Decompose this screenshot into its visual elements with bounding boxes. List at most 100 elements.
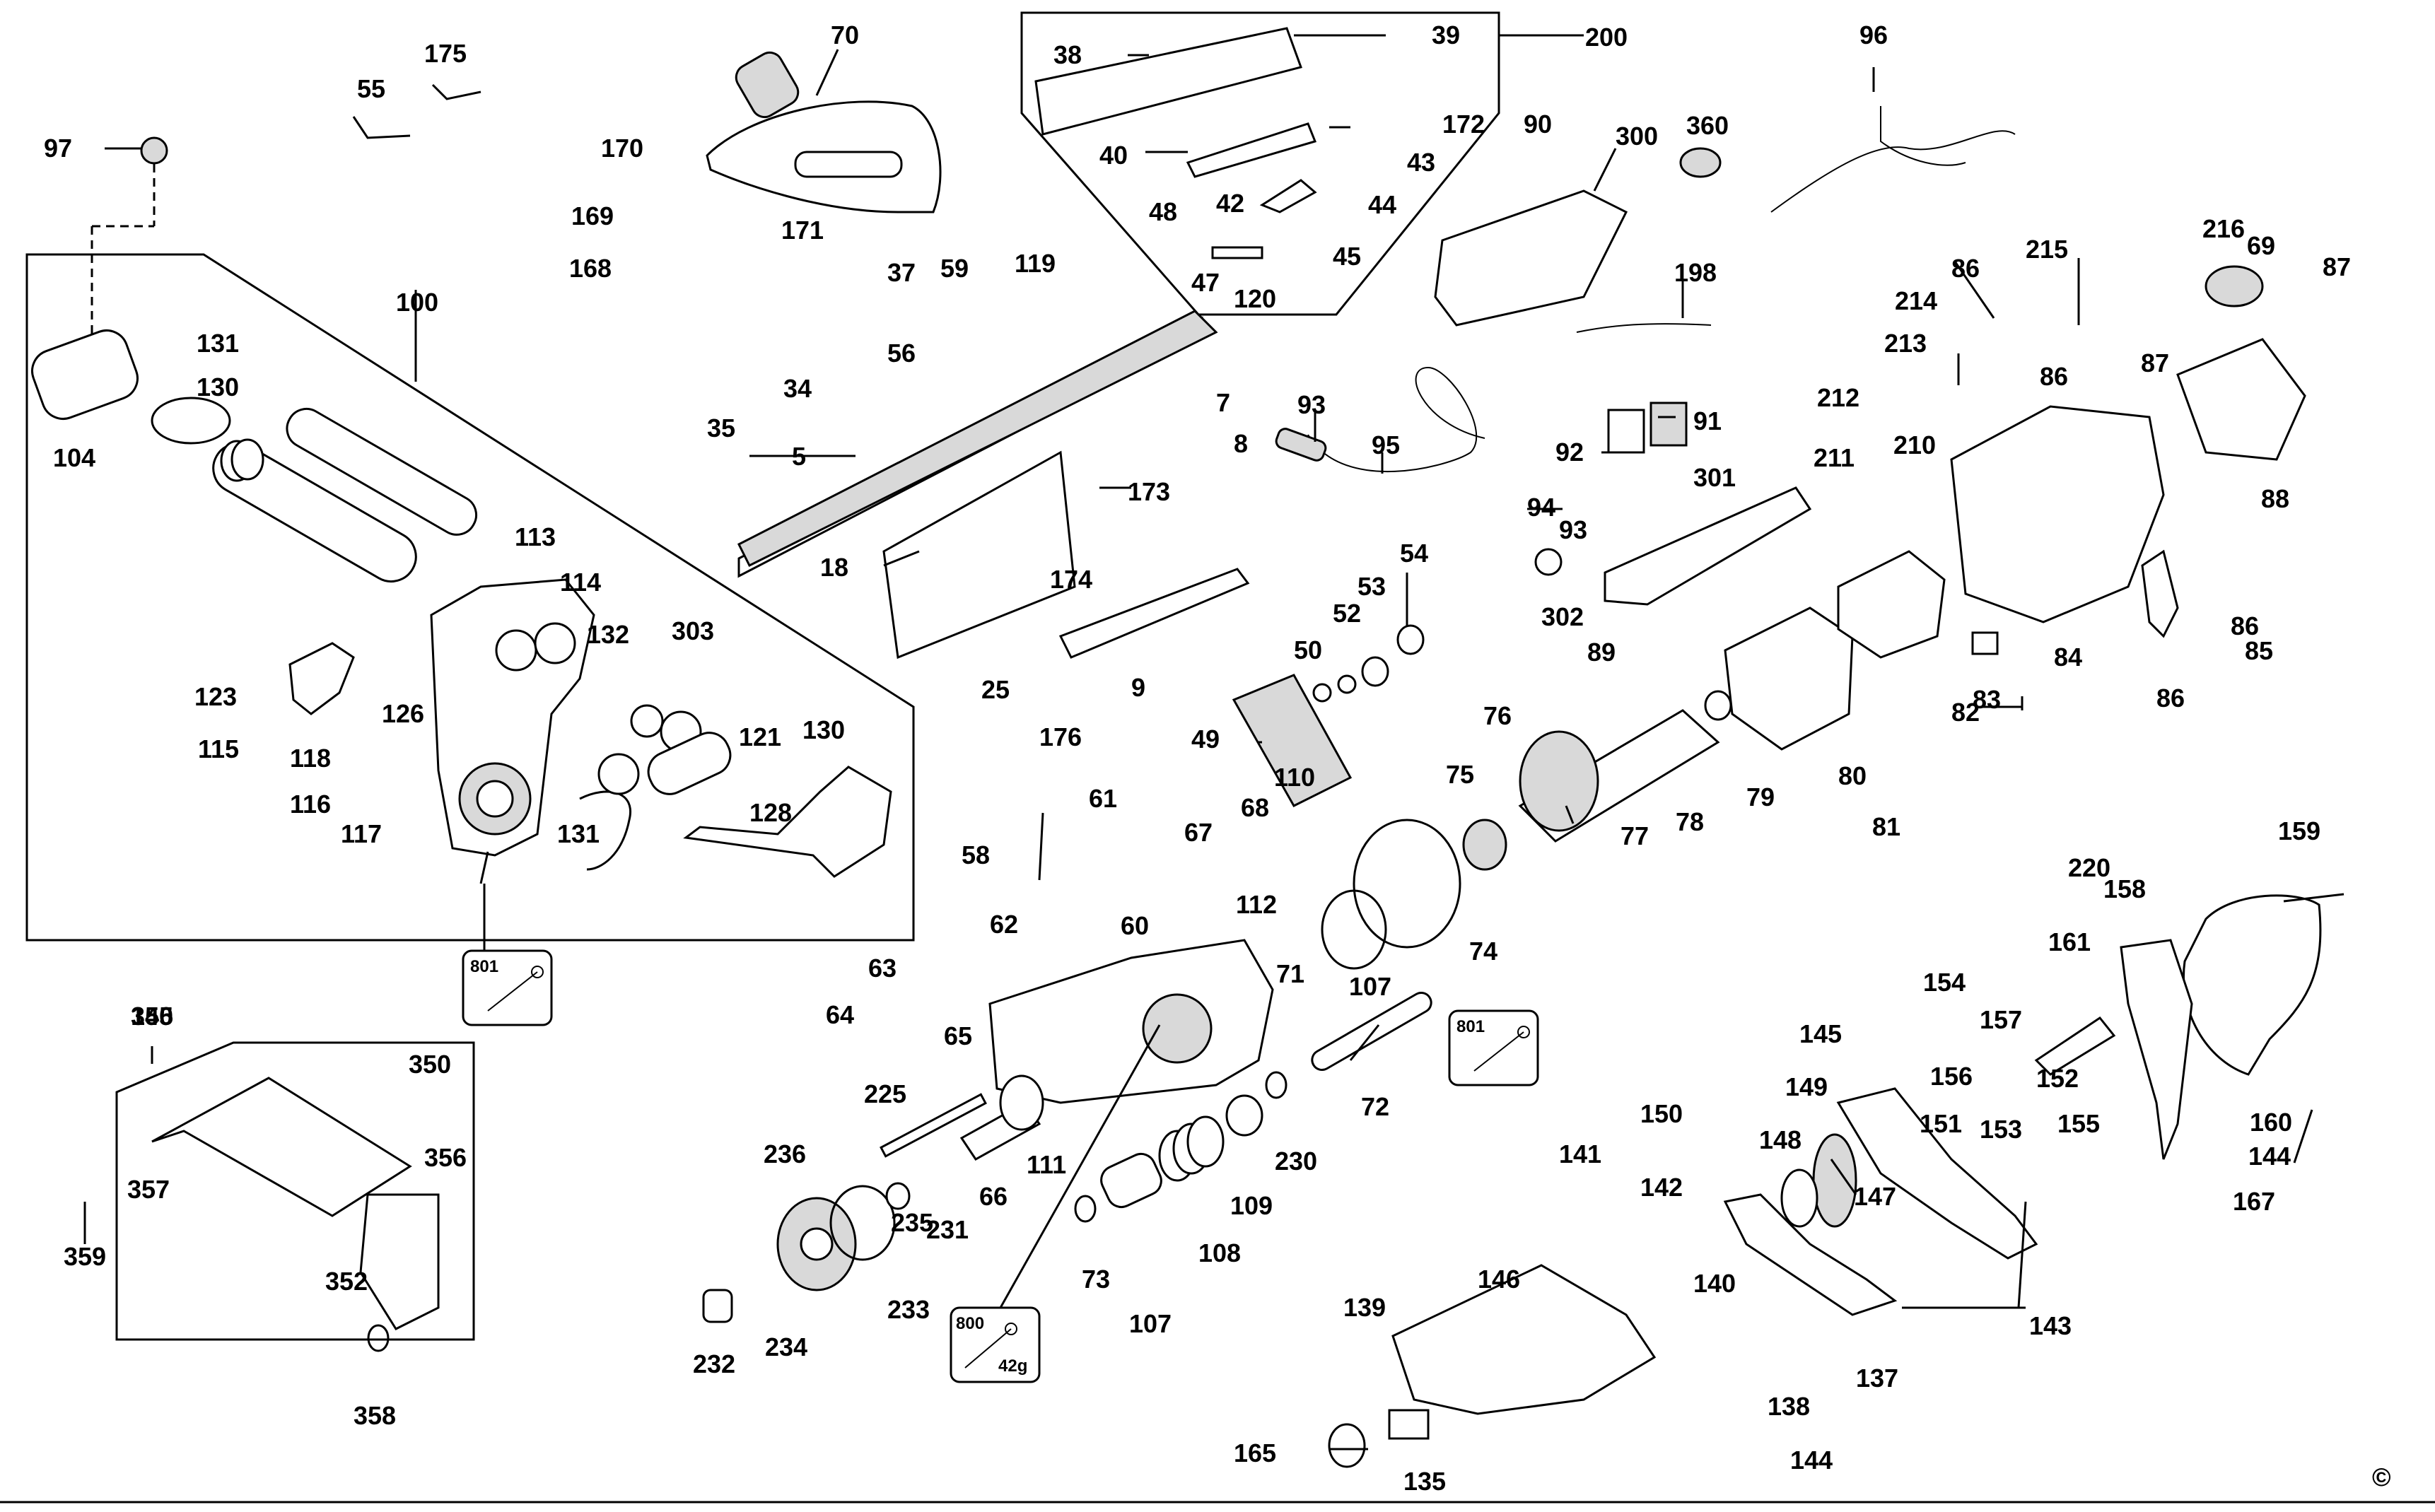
part-number-label: 112 <box>1236 890 1277 919</box>
part-number-label: 147 <box>1854 1182 1896 1211</box>
part-number-label: 123 <box>194 682 237 711</box>
pin-part <box>1211 246 1263 259</box>
part-number-label: 97 <box>44 134 72 163</box>
part-number-label: 53 <box>1357 572 1386 601</box>
part-number-label: 43 <box>1407 148 1435 177</box>
part-number-label: 231 <box>926 1215 969 1244</box>
bore-part <box>534 622 576 664</box>
bearing-housing-part <box>1353 819 1461 949</box>
part-number-label: 40 <box>1099 141 1128 170</box>
part-number-label: 81 <box>1872 812 1900 841</box>
part-number-label: 144 <box>2248 1142 2291 1171</box>
bearing-part <box>476 780 514 818</box>
part-number-label: 119 <box>1015 249 1056 278</box>
part-number-label: 58 <box>962 840 990 869</box>
magnet-part <box>1232 674 1353 807</box>
part-number-label: 25 <box>981 675 1010 704</box>
part-number-label: 156 <box>1930 1062 1973 1091</box>
part-number-label: 45 <box>1333 242 1361 271</box>
bore-part <box>495 629 537 672</box>
cylinder-part <box>1100 1152 1162 1209</box>
left-assembly-frame <box>25 253 915 942</box>
inset-callout-200: 200 <box>1585 23 1628 52</box>
table-bracket-part <box>882 450 1076 660</box>
o-ring-part <box>1321 889 1387 970</box>
bearing-part <box>1142 993 1213 1064</box>
part-number-label: 91 <box>1693 406 1722 435</box>
part-number-label: 139 <box>1343 1293 1386 1322</box>
part-number-label: 126 <box>382 699 424 728</box>
part-number-label: 55 <box>357 74 385 103</box>
washer-part <box>1312 683 1332 703</box>
part-number-label: 115 <box>198 734 239 763</box>
part-number-label: 169 <box>571 201 614 230</box>
part-number-label: 168 <box>569 254 612 283</box>
part-number-label: 38 <box>1053 40 1082 69</box>
knob-part <box>1328 1423 1366 1468</box>
bar-part <box>1034 27 1302 136</box>
part-number-label: 211 <box>1814 443 1855 472</box>
lower-left-assembly-frame <box>115 1041 475 1341</box>
part-number-label: 138 <box>1768 1392 1810 1421</box>
part-number-label: 94 <box>1527 493 1555 522</box>
part-number-label: 235 <box>891 1208 933 1237</box>
dust-chute-part <box>151 1077 412 1217</box>
part-number-label: 56 <box>887 339 916 368</box>
hex-key-part <box>431 83 481 100</box>
pin-part <box>880 1093 987 1158</box>
part-number-label: 49 <box>1191 725 1220 754</box>
part-number-label: 146 <box>1478 1265 1520 1294</box>
part-number-label: 93 <box>1297 390 1326 419</box>
washer-part <box>1704 690 1732 721</box>
box-code: 801 <box>1456 1017 1485 1036</box>
table-grid-part <box>737 310 1218 568</box>
part-number-label: 143 <box>2029 1311 2072 1340</box>
part-number-label: 37 <box>887 258 916 287</box>
part-number-label: 220 <box>2068 853 2110 882</box>
part-number-label: 88 <box>2261 484 2289 513</box>
field-stator-part <box>1724 606 1854 751</box>
part-number-label: 161 <box>2048 927 2091 956</box>
part-number-label: 104 <box>53 443 95 472</box>
part-number-label: 8 <box>1234 429 1248 458</box>
blade-guard-part <box>1836 1087 2038 1260</box>
part-number-label: 130 <box>197 373 239 402</box>
part-number-label: 73 <box>1082 1265 1110 1294</box>
upper-assembly-frame <box>1020 11 1500 316</box>
part-number-label: 155 <box>2057 1109 2100 1138</box>
bearing-part <box>1462 819 1507 871</box>
plate-part <box>1388 1409 1430 1440</box>
part-number-label: 356 <box>424 1143 467 1172</box>
part-number-label: 82 <box>1951 698 1980 727</box>
part-number-label: 230 <box>1275 1147 1317 1176</box>
bracket-part <box>2141 549 2179 638</box>
part-number-label: 83 <box>1973 685 2001 714</box>
part-number-label: 131 <box>557 819 600 848</box>
part-number-label: 67 <box>1184 818 1213 847</box>
part-number-label: 171 <box>781 216 824 245</box>
part-number-label: 360 <box>1686 111 1729 140</box>
reference-box-801-rail: 801 <box>462 949 553 1026</box>
part-number-label: 198 <box>1674 258 1717 287</box>
part-number-label: 173 <box>1128 477 1170 506</box>
part-number-label: 50 <box>1294 635 1322 664</box>
part-number-label: 18 <box>820 553 848 582</box>
part-number-label: 86 <box>2231 611 2259 640</box>
part-number-label: 301 <box>1693 463 1736 492</box>
washer-part <box>1534 548 1563 576</box>
copyright-mark: © <box>2372 1463 2391 1492</box>
part-number-label: 60 <box>1121 911 1149 940</box>
clip-part <box>1971 631 1999 655</box>
part-number-label: 118 <box>290 744 331 773</box>
part-number-label: 78 <box>1676 807 1704 836</box>
part-number-label: 79 <box>1746 783 1775 811</box>
bar-part <box>1186 122 1317 178</box>
part-number-label: 170 <box>601 134 643 163</box>
lever-part <box>288 642 355 715</box>
part-number-label: 225 <box>864 1079 906 1108</box>
part-number-label: 216 <box>2202 214 2245 243</box>
part-number-label: 303 <box>672 616 714 645</box>
part-number-label: 93 <box>1559 515 1587 544</box>
box-extra: 42g <box>998 1356 1027 1376</box>
part-number-label: 142 <box>1640 1173 1683 1202</box>
